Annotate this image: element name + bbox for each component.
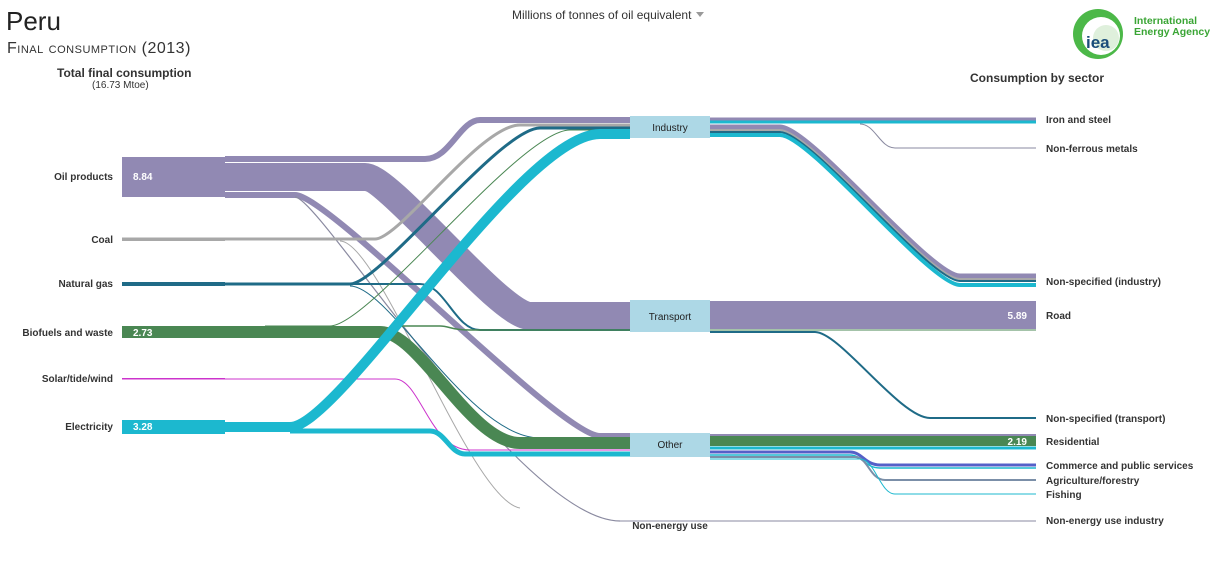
hub-labels: Industry Transport Other Non-energy use bbox=[632, 123, 708, 532]
iea-logo[interactable]: iea bbox=[1066, 8, 1216, 64]
flow-oil-nonenergy[interactable] bbox=[294, 196, 621, 522]
flow-elec-industry[interactable] bbox=[122, 129, 630, 432]
source-label-coal: Coal bbox=[91, 235, 113, 246]
sector-label-residential: Residential bbox=[1046, 437, 1100, 448]
sector-labels: Iron and steel Non-ferrous metals Non-sp… bbox=[1008, 115, 1194, 527]
sector-label-nonspec-industry: Non-specified (industry) bbox=[1046, 277, 1161, 288]
flow-oil-industry[interactable] bbox=[225, 117, 630, 162]
flow-gas-industry[interactable] bbox=[122, 126, 630, 286]
flow-transport-nonspec[interactable] bbox=[710, 331, 1036, 419]
sector-label-agriculture: Agriculture/forestry bbox=[1046, 476, 1140, 487]
sector-label-ironsteel: Iron and steel bbox=[1046, 115, 1111, 126]
flow-gas-other[interactable] bbox=[349, 285, 630, 439]
hub-label-transport: Transport bbox=[649, 312, 692, 323]
sector-label-commerce: Commerce and public services bbox=[1046, 461, 1194, 472]
flow-layer bbox=[122, 117, 1036, 522]
unit-dropdown[interactable]: Millions of tonnes of oil equivalent bbox=[512, 8, 705, 22]
source-labels: Oil products Coal Natural gas Biofuels a… bbox=[22, 172, 152, 433]
subtitle-year: (2013) bbox=[141, 40, 191, 57]
source-label-oil: Oil products bbox=[54, 172, 113, 183]
hub-nodes bbox=[630, 116, 710, 457]
source-bar-solar[interactable] bbox=[122, 378, 225, 380]
flow-other-fishing[interactable] bbox=[710, 458, 1036, 495]
hub-label-industry: Industry bbox=[652, 123, 688, 134]
sector-value-road: 5.89 bbox=[1008, 311, 1028, 322]
sector-label-road: Road bbox=[1046, 311, 1071, 322]
flow-other-agriculture[interactable] bbox=[710, 456, 1036, 481]
flow-bio-transport[interactable] bbox=[390, 325, 630, 331]
source-label-gas: Natural gas bbox=[59, 279, 114, 290]
flow-industry-nonspec-oil[interactable] bbox=[710, 124, 1036, 279]
sector-label-nonenergy-industry: Non-energy use industry bbox=[1046, 516, 1164, 527]
sector-label-nonferrous: Non-ferrous metals bbox=[1046, 144, 1138, 155]
unit-dropdown-label: Millions of tonnes of oil equivalent bbox=[512, 8, 692, 22]
hub-label-other: Other bbox=[657, 440, 683, 451]
subtitle-main: Final consumption bbox=[7, 40, 137, 57]
hub-other[interactable] bbox=[630, 433, 710, 457]
source-value-elec: 3.28 bbox=[133, 422, 153, 433]
source-bar-oil[interactable] bbox=[122, 157, 225, 197]
source-bar-gas[interactable] bbox=[122, 282, 225, 286]
source-label-elec: Electricity bbox=[65, 422, 113, 433]
source-label-bio: Biofuels and waste bbox=[22, 328, 113, 339]
flow-industry-nonspec-gas[interactable] bbox=[710, 131, 1036, 282]
sector-label-nonspec-transport: Non-specified (transport) bbox=[1046, 414, 1165, 425]
flow-industry-nonspec-elec[interactable] bbox=[710, 133, 1036, 287]
hub-label-nonenergy: Non-energy use bbox=[632, 521, 708, 532]
hub-industry[interactable] bbox=[630, 116, 710, 138]
flow-other-commerce[interactable] bbox=[710, 450, 1036, 467]
source-label-solar: Solar/tide/wind bbox=[42, 374, 113, 385]
flow-oil-transport[interactable] bbox=[225, 163, 630, 330]
iea-logo-icon: iea bbox=[1073, 9, 1123, 59]
flow-solar-other[interactable] bbox=[122, 378, 630, 451]
right-column-title: Consumption by sector bbox=[970, 71, 1105, 85]
left-column-title: Total final consumption bbox=[57, 66, 192, 80]
sector-value-residential: 2.19 bbox=[1008, 437, 1028, 448]
logo-line-2: Energy Agency bbox=[1134, 26, 1211, 38]
source-bar-elec[interactable] bbox=[122, 420, 225, 434]
flow-industry-nonspec-coal[interactable] bbox=[710, 129, 1036, 280]
left-column-total: (16.73 Mtoe) bbox=[92, 80, 149, 91]
flow-bio-industry[interactable] bbox=[265, 129, 630, 327]
sector-label-fishing: Fishing bbox=[1046, 490, 1082, 501]
source-nodes bbox=[122, 157, 225, 434]
flow-oil-other[interactable] bbox=[225, 192, 630, 439]
source-bar-coal[interactable] bbox=[122, 238, 225, 241]
chart-subtitle: Final consumption (2013) bbox=[7, 40, 191, 58]
flow-coal-industry[interactable] bbox=[122, 123, 630, 241]
flow-industry-nonferrous[interactable] bbox=[859, 123, 1036, 149]
chevron-down-icon bbox=[696, 12, 705, 17]
source-bar-bio[interactable] bbox=[122, 326, 225, 338]
hub-transport[interactable] bbox=[630, 300, 710, 332]
country-title: Peru bbox=[6, 6, 61, 36]
logo-mark: iea bbox=[1086, 33, 1110, 52]
logo-line-1: International bbox=[1134, 15, 1198, 27]
flow-elec-other[interactable] bbox=[290, 428, 630, 457]
source-value-bio: 2.73 bbox=[133, 328, 153, 339]
source-value-oil: 8.84 bbox=[133, 172, 153, 183]
logo-text: International Energy Agency bbox=[1134, 16, 1210, 38]
